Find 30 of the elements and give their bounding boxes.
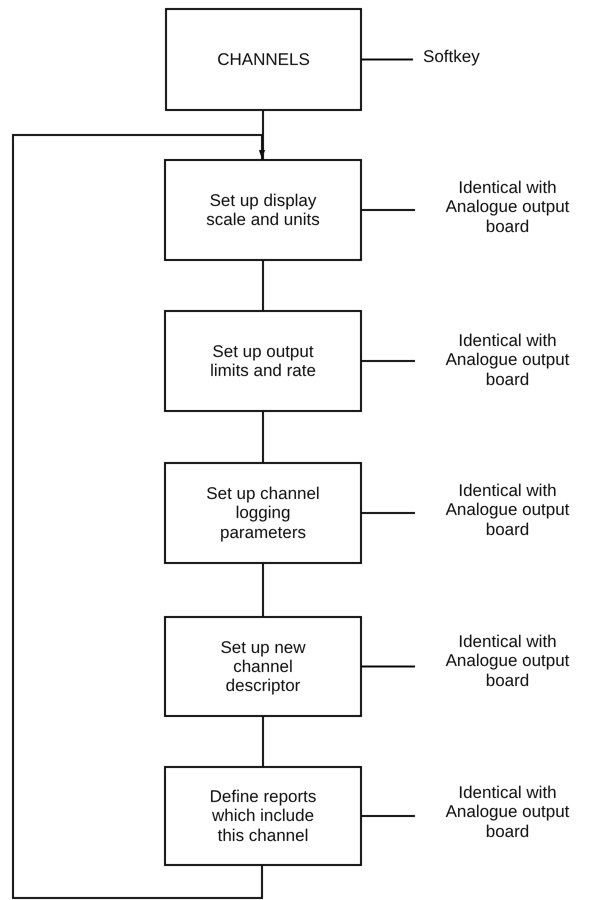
process-box [165,8,362,111]
connector-line [262,412,264,462]
connector-line [262,111,264,159]
step-label: Set up channel logging parameters [205,484,321,542]
note-text: Identical with Analogue output board [444,481,570,539]
step-label: Set up output limits and rate [209,342,317,380]
connector-line [362,360,415,362]
connector-line [362,209,415,211]
process-box [164,766,362,866]
connector-line [362,58,413,60]
note-text: Identical with Analogue output board [444,783,570,841]
note-text: Identical with Analogue output board [444,632,570,690]
process-box [164,159,362,261]
connector-line [262,261,264,310]
connector-line [262,564,264,616]
connector-line [262,717,264,766]
process-box [164,310,362,412]
note-text: Identical with Analogue output board [444,331,570,389]
arrow [12,134,266,899]
step-label: Define reports which include this channel [208,787,318,845]
step-label: Set up display scale and units [205,190,321,230]
connector-line [362,815,415,817]
step-label: Set up new channel descriptor [219,638,307,696]
step-label: CHANNELS [217,50,310,70]
process-box [164,462,362,564]
process-box [164,616,362,717]
note-text: Softkey [423,47,480,67]
connector-line [362,666,415,668]
connector-line [362,512,415,514]
note-text: Identical with Analogue output board [444,178,570,236]
